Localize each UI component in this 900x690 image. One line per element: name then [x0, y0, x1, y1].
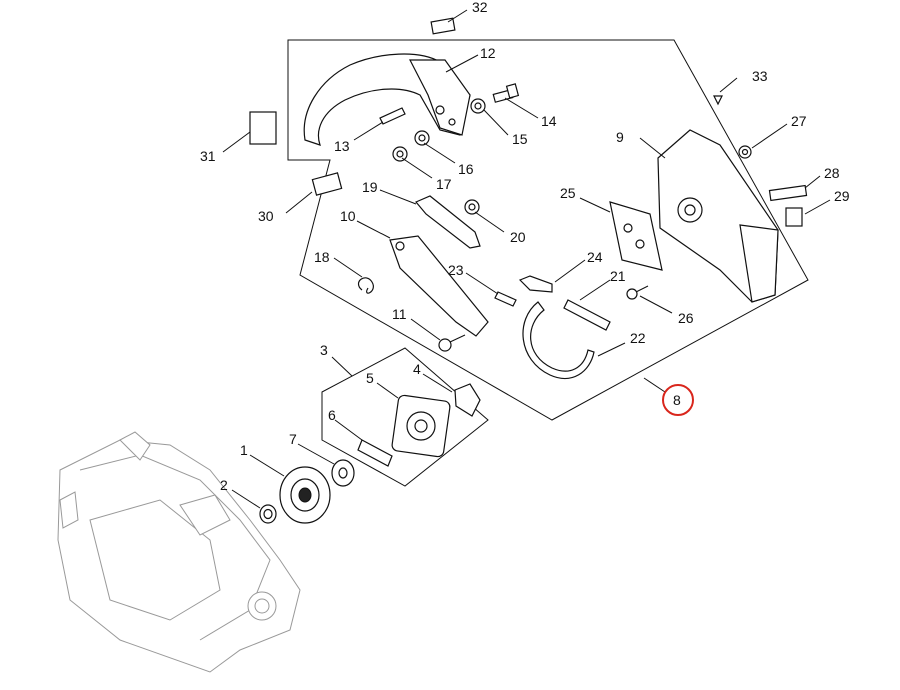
part-7-washer [331, 459, 355, 487]
part-33-decal [713, 95, 723, 106]
part-11-screw [438, 334, 466, 352]
label-33: 33 [752, 68, 768, 84]
part-labels: 1 2 3 4 5 6 7 8 9 10 11 12 13 14 15 16 1… [200, 0, 850, 493]
part-31-decal [249, 111, 277, 145]
part-17-nut [392, 146, 408, 162]
label-4: 4 [413, 361, 421, 377]
part-24-link [518, 275, 553, 293]
highlight-circle-8 [662, 384, 694, 416]
part-16-nut [414, 130, 430, 146]
part-9-cover [657, 129, 779, 303]
label-16: 16 [458, 161, 474, 177]
part-15-nut [470, 98, 486, 114]
part-23-pin [494, 291, 517, 307]
part-5-clutch-shoe [391, 394, 451, 458]
label-14: 14 [541, 113, 557, 129]
label-25: 25 [560, 185, 576, 201]
part-25-plate [609, 201, 663, 271]
label-24: 24 [587, 249, 603, 265]
engine-housing-drawing [57, 431, 301, 673]
label-32: 32 [472, 0, 488, 15]
label-2: 2 [220, 477, 228, 493]
label-28: 28 [824, 165, 840, 181]
kit-3-outline [321, 347, 489, 487]
label-23: 23 [448, 262, 464, 278]
part-6-spring [357, 439, 393, 467]
leader-lines [222, 9, 831, 509]
part-2-bearing [259, 504, 277, 524]
label-30: 30 [258, 208, 274, 224]
label-19: 19 [362, 179, 378, 195]
label-3: 3 [320, 342, 328, 358]
label-31: 31 [200, 148, 216, 164]
label-10: 10 [340, 208, 356, 224]
label-22: 22 [630, 330, 646, 346]
part-28-decal [768, 184, 808, 202]
label-1: 1 [240, 442, 248, 458]
part-1-clutch-drum [279, 466, 331, 524]
label-6: 6 [328, 407, 336, 423]
part-26-screw [626, 285, 649, 300]
label-27: 27 [791, 113, 807, 129]
label-26: 26 [678, 310, 694, 326]
part-18-spring [357, 277, 374, 294]
part-10-brake-lever [389, 235, 489, 337]
label-21: 21 [610, 268, 626, 284]
part-30-decal [311, 172, 343, 196]
part-27-nut [738, 145, 752, 159]
label-20: 20 [510, 229, 526, 245]
label-29: 29 [834, 188, 850, 204]
kit-8-outline [287, 39, 809, 421]
part-22-brake-band [522, 301, 595, 380]
label-5: 5 [366, 370, 374, 386]
label-7: 7 [289, 431, 297, 447]
label-9: 9 [616, 129, 624, 145]
part-20-bushing [464, 199, 480, 215]
label-12: 12 [480, 45, 496, 61]
part-29-decal [785, 207, 803, 227]
label-8: 8 [673, 392, 681, 408]
part-12-guide-plate [303, 53, 471, 146]
part-13-pin [379, 107, 406, 125]
label-13: 13 [334, 138, 350, 154]
part-21-spring [563, 299, 611, 331]
part-19-lever [415, 195, 481, 249]
part-14-bolt [492, 83, 520, 103]
part-4-clutch-part [454, 383, 481, 417]
label-15: 15 [512, 131, 528, 147]
label-18: 18 [314, 249, 330, 265]
label-17: 17 [436, 176, 452, 192]
part-32-decal [430, 17, 456, 35]
label-11: 11 [392, 306, 407, 322]
